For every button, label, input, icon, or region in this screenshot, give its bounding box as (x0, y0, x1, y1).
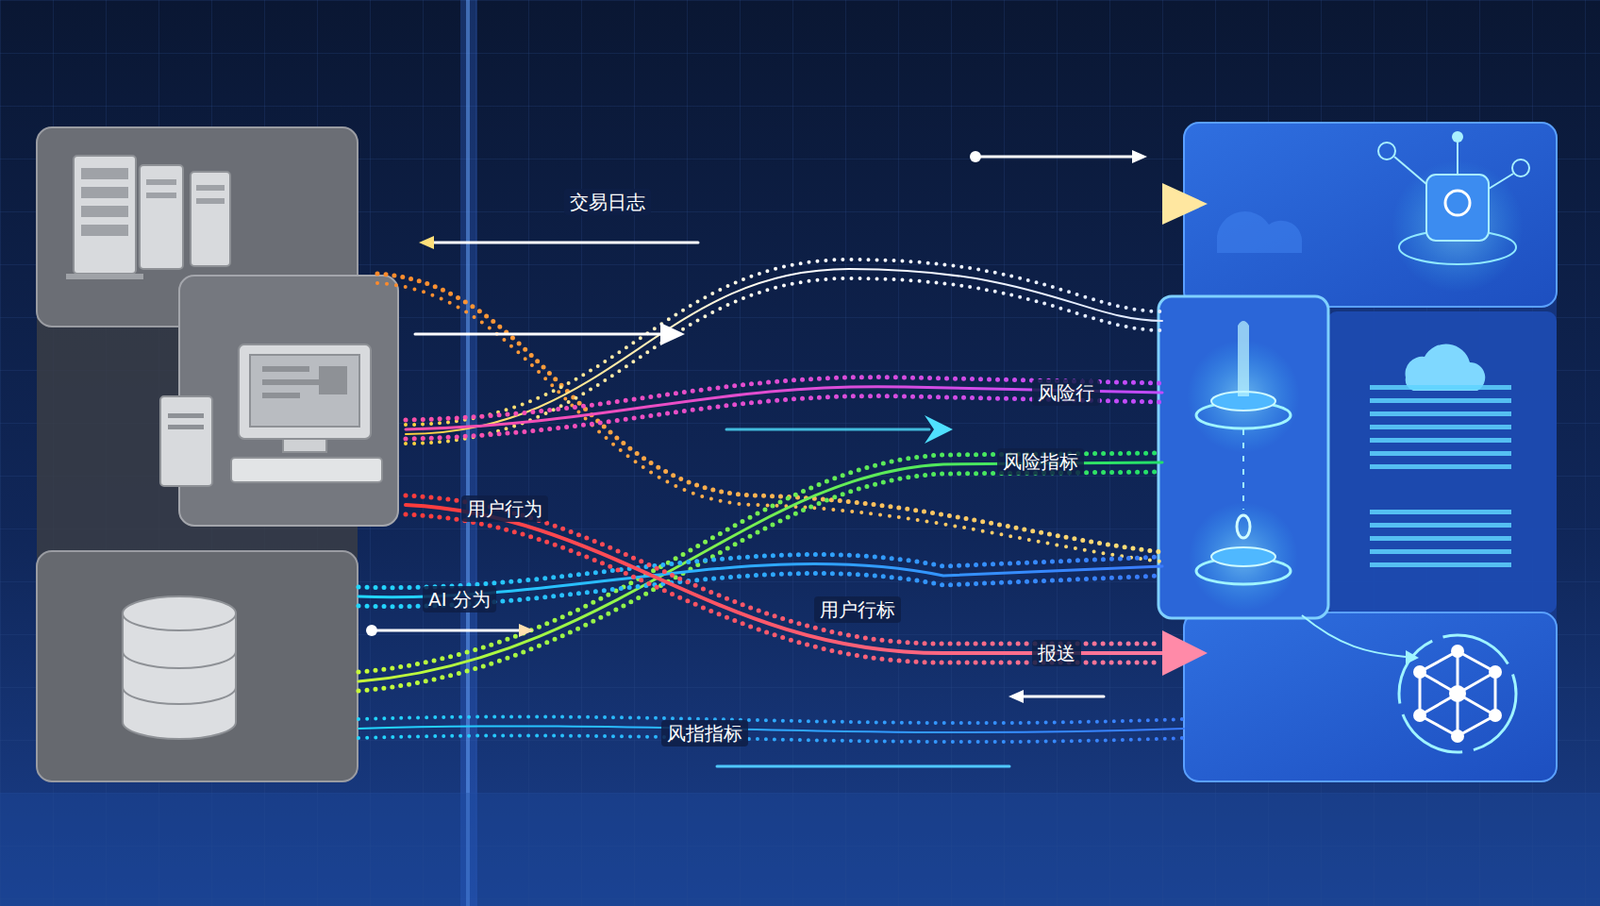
flow-label: 交易日志 (564, 188, 651, 216)
flow-label: 风险行 (1032, 379, 1100, 406)
flow-label: 风险指标 (997, 448, 1084, 475)
flow-label: 用户行为 (461, 495, 549, 522)
flow-label: 用户行标 (814, 596, 901, 623)
flow-label: AI 分为 (422, 585, 497, 613)
flow-label: 风指指标 (661, 719, 749, 747)
flow-label: 报送 (1032, 639, 1082, 667)
